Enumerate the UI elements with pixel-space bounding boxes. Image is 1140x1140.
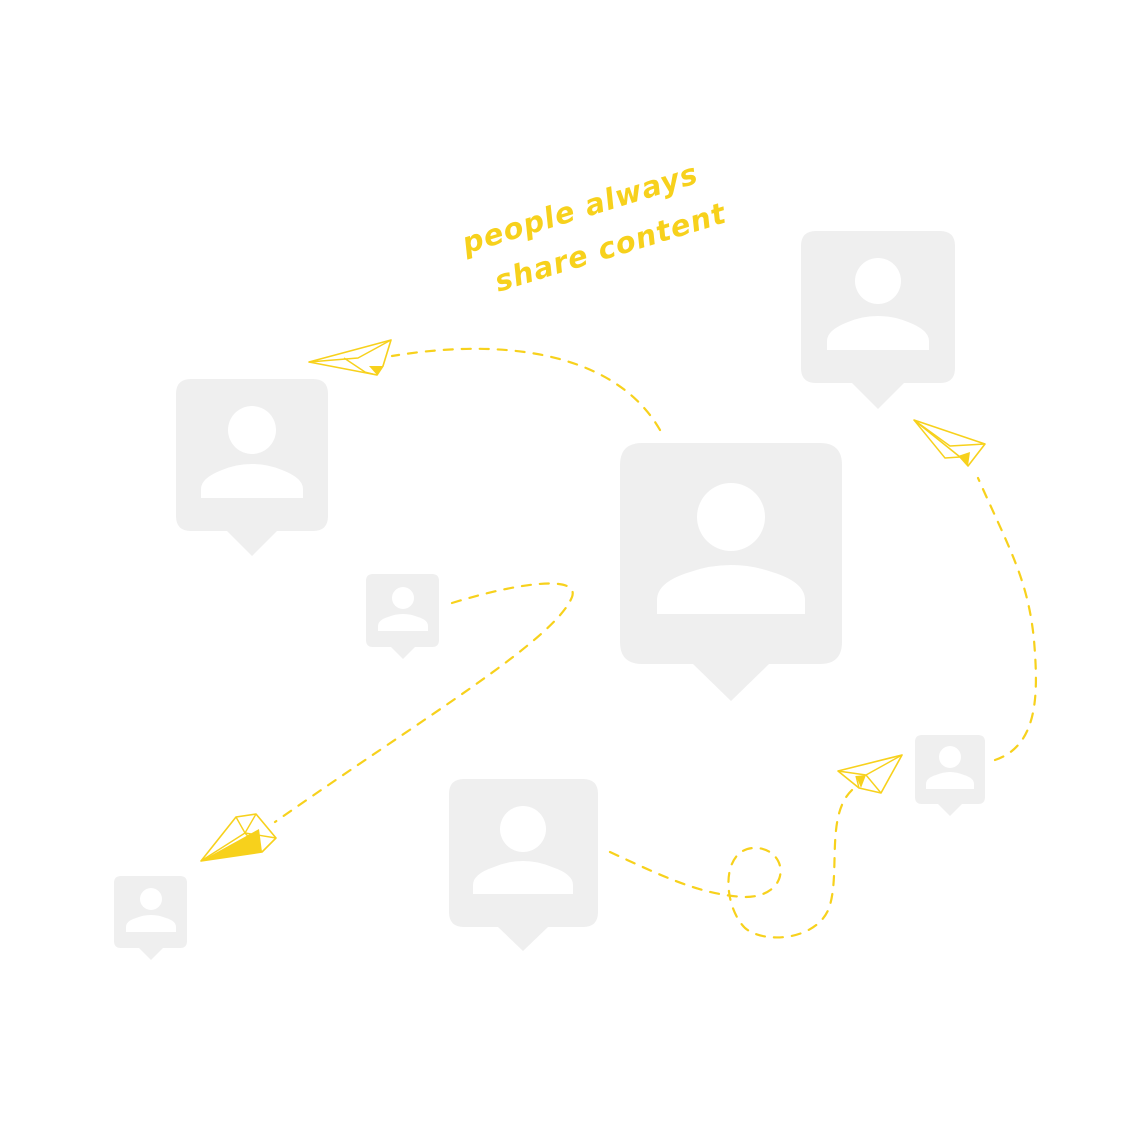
paper-plane-top-right — [913, 419, 986, 467]
paper-plane-bottom-left — [200, 813, 277, 862]
paper-plane-top-left — [308, 339, 392, 376]
person-icon — [827, 258, 929, 350]
person-icon — [201, 406, 303, 498]
pin-small-right — [915, 735, 985, 816]
flight-path-center-to-left — [390, 347, 662, 432]
person-icon — [657, 483, 805, 614]
flight-path-right-up — [976, 476, 1037, 762]
person-icon — [473, 806, 573, 894]
pin-bottom-center — [449, 779, 598, 951]
person-icon — [926, 746, 974, 789]
flight-paths — [273, 347, 1037, 939]
person-icon — [378, 587, 428, 631]
paper-plane-bottom-right — [837, 754, 903, 794]
paper-planes — [200, 339, 986, 862]
caption: people always share content — [457, 156, 730, 298]
person-icon — [126, 888, 176, 932]
pins — [114, 231, 985, 960]
pin-top-right — [801, 231, 955, 409]
pin-left — [176, 379, 328, 556]
pin-small-middle — [366, 574, 439, 659]
pin-center-large — [620, 443, 842, 701]
flight-path-small-to-bottom-left — [273, 582, 574, 824]
pin-small-bottom-left — [114, 876, 187, 960]
flight-path-bottom-with-loop — [608, 788, 854, 939]
